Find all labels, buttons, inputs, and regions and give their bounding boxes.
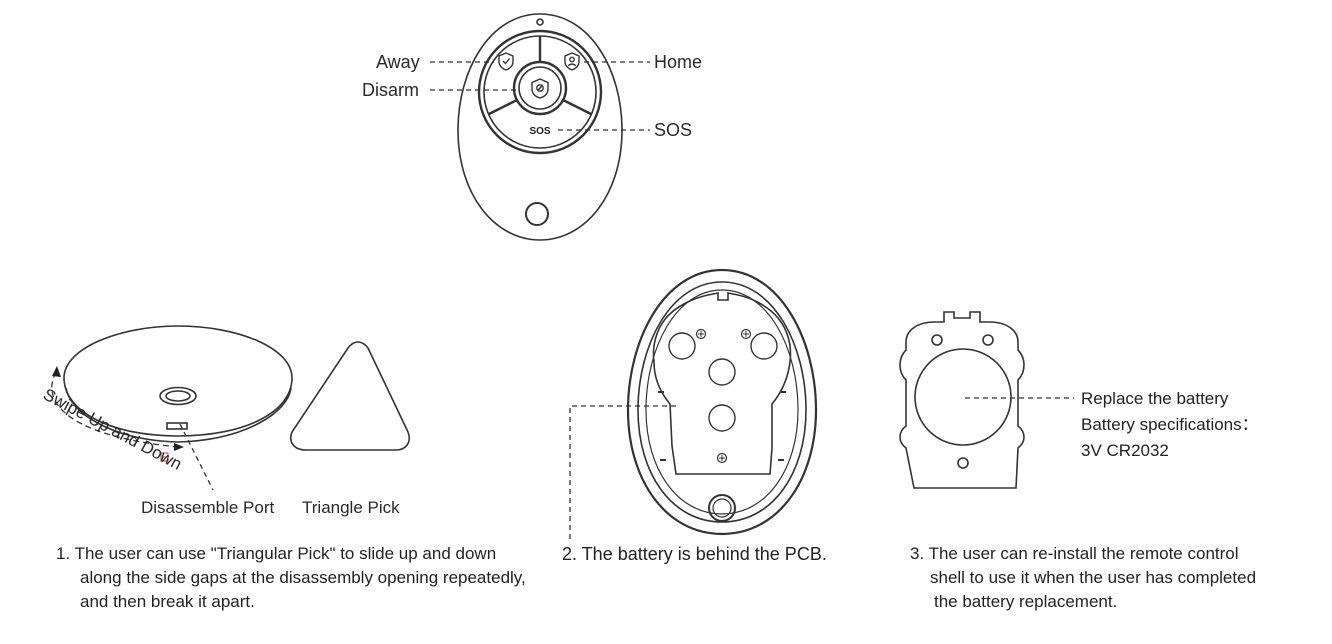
- shell-outer: [626, 268, 818, 536]
- triangle-pick: [290, 341, 411, 451]
- sos-label: SOS: [654, 120, 693, 140]
- battery-spec-label: Battery specifications：: [1081, 415, 1259, 434]
- disassemble-port-slot: [166, 422, 188, 430]
- away-icon: [498, 52, 514, 71]
- shell-keyring-hole: [708, 494, 736, 522]
- step3-line1: 3. The user can re-install the remote co…: [910, 544, 1239, 563]
- swipe-arrow-head-top: [52, 366, 61, 377]
- disassemble-port-label: Disassemble Port: [141, 498, 275, 517]
- swipe-label: Swipe Up and Down: [40, 385, 185, 474]
- battery-spec-value: 3V CR2032: [1081, 441, 1169, 460]
- button-ring-outer: [477, 29, 603, 155]
- remote-body-outline: [457, 13, 623, 241]
- swipe-arrow-head-bottom: [174, 443, 184, 451]
- lock-symbol-icon: [160, 452, 169, 462]
- home-label: Home: [654, 52, 703, 72]
- battery-hole-center: [708, 358, 736, 386]
- step3-line2: shell to use it when the user has comple…: [930, 568, 1257, 587]
- led-indicator: [536, 18, 544, 26]
- battery-cr2032: [914, 348, 1012, 446]
- pcb-board-outline: [899, 311, 1025, 489]
- keyring-hole-top: [159, 386, 197, 406]
- port-leader-line: [179, 423, 214, 491]
- pcb-mount-hole-left: [931, 334, 943, 346]
- remote-front-view: [457, 13, 623, 241]
- disarm-icon: [531, 78, 549, 99]
- shell-inner: [637, 281, 807, 523]
- sos-button-text: SOS: [529, 126, 550, 137]
- step3-line3: the battery replacement.: [934, 592, 1118, 611]
- battery-hole-right: [750, 332, 778, 360]
- swipe-arrow: [51, 371, 179, 448]
- battery-spec-block: Replace the battery Battery specificatio…: [1081, 386, 1259, 464]
- remote-leader-lines: [430, 61, 650, 131]
- pcb-back-view: [899, 311, 1025, 489]
- pcb-mount-hole-bottom: [957, 457, 969, 469]
- step1-line2: along the side gaps at the disassembly o…: [80, 568, 526, 587]
- step1-line1: 1. The user can use "Triangular Pick" to…: [56, 544, 497, 563]
- step3-instructions: 3. The user can re-install the remote co…: [910, 542, 1310, 614]
- remote-side-view: [63, 325, 293, 443]
- home-icon: [564, 52, 580, 71]
- pcb-mount-hole-right: [982, 334, 994, 346]
- battery-hole-lower: [708, 404, 736, 432]
- away-label: Away: [376, 52, 420, 72]
- disarm-label: Disarm: [362, 80, 419, 100]
- pcb-outline: [652, 292, 792, 475]
- step1-line3: and then break it apart.: [80, 592, 255, 611]
- disc-top-surface: [63, 325, 293, 437]
- keyring-hole: [525, 202, 549, 226]
- open-shell-view: [626, 268, 818, 536]
- step1-instructions: 1. The user can use "Triangular Pick" to…: [56, 542, 556, 614]
- replace-battery-label: Replace the battery: [1081, 389, 1229, 408]
- battery-hole-left: [668, 332, 696, 360]
- step2-instructions: 2. The battery is behind the PCB.: [562, 544, 827, 564]
- triangle-pick-label: Triangle Pick: [302, 498, 400, 517]
